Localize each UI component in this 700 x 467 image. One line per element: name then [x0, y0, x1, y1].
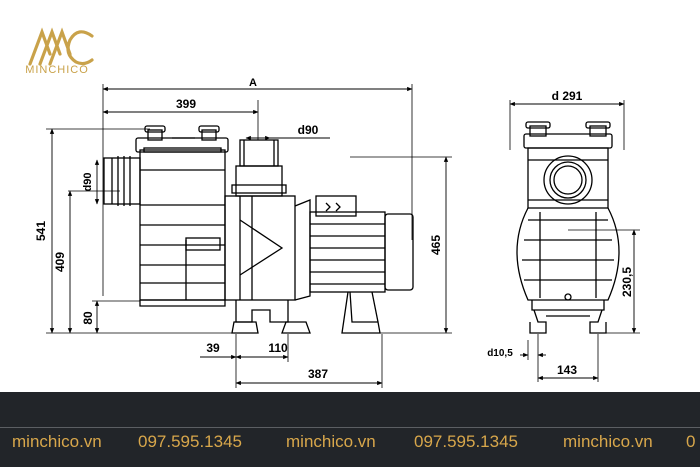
- dim-total-height-label: 541: [34, 221, 48, 241]
- footer-phone-link[interactable]: 0: [686, 432, 696, 451]
- dim-foot-spacing-label: 110: [268, 341, 288, 355]
- dim-width-label: d 291: [552, 89, 583, 103]
- footer-website-link[interactable]: minchico.vn: [12, 432, 102, 451]
- dim-foot-to-end-label: 387: [308, 367, 328, 381]
- dim-shaft-height-label: 230,5: [620, 267, 634, 297]
- dim-base-height-label: 80: [81, 311, 95, 325]
- dim-outlet-height-label: 465: [429, 235, 443, 255]
- footer-website-link[interactable]: minchico.vn: [286, 432, 376, 451]
- side-view: [46, 84, 452, 388]
- footer-website-link[interactable]: minchico.vn: [563, 432, 653, 451]
- dim-overall-length-label: A: [249, 77, 257, 89]
- mc-monogram-icon: [28, 27, 94, 66]
- footer-divider: [0, 427, 700, 428]
- footer-bar: minchico.vn 097.595.1345 minchico.vn 097…: [0, 392, 700, 467]
- footer-phone-link[interactable]: 097.595.1345: [138, 432, 242, 451]
- dim-foot-width-label: 143: [557, 363, 577, 377]
- footer-phone-link[interactable]: 097.595.1345: [414, 432, 518, 451]
- dim-to-outlet-label: 399: [176, 97, 196, 111]
- dim-bolt-hole-label: d10,5: [487, 348, 513, 359]
- dim-foot-offset-label: 39: [206, 341, 220, 355]
- dim-inlet-height-label: 409: [53, 252, 67, 272]
- pump-technical-drawing: A 399 d90 541 409 d90 80 465 39 110 387: [34, 77, 640, 388]
- dim-outlet-label: d90: [298, 123, 319, 137]
- brand-name: MINCHICO: [25, 64, 89, 76]
- front-view: [509, 100, 640, 382]
- dim-inlet-label: d90: [82, 173, 94, 192]
